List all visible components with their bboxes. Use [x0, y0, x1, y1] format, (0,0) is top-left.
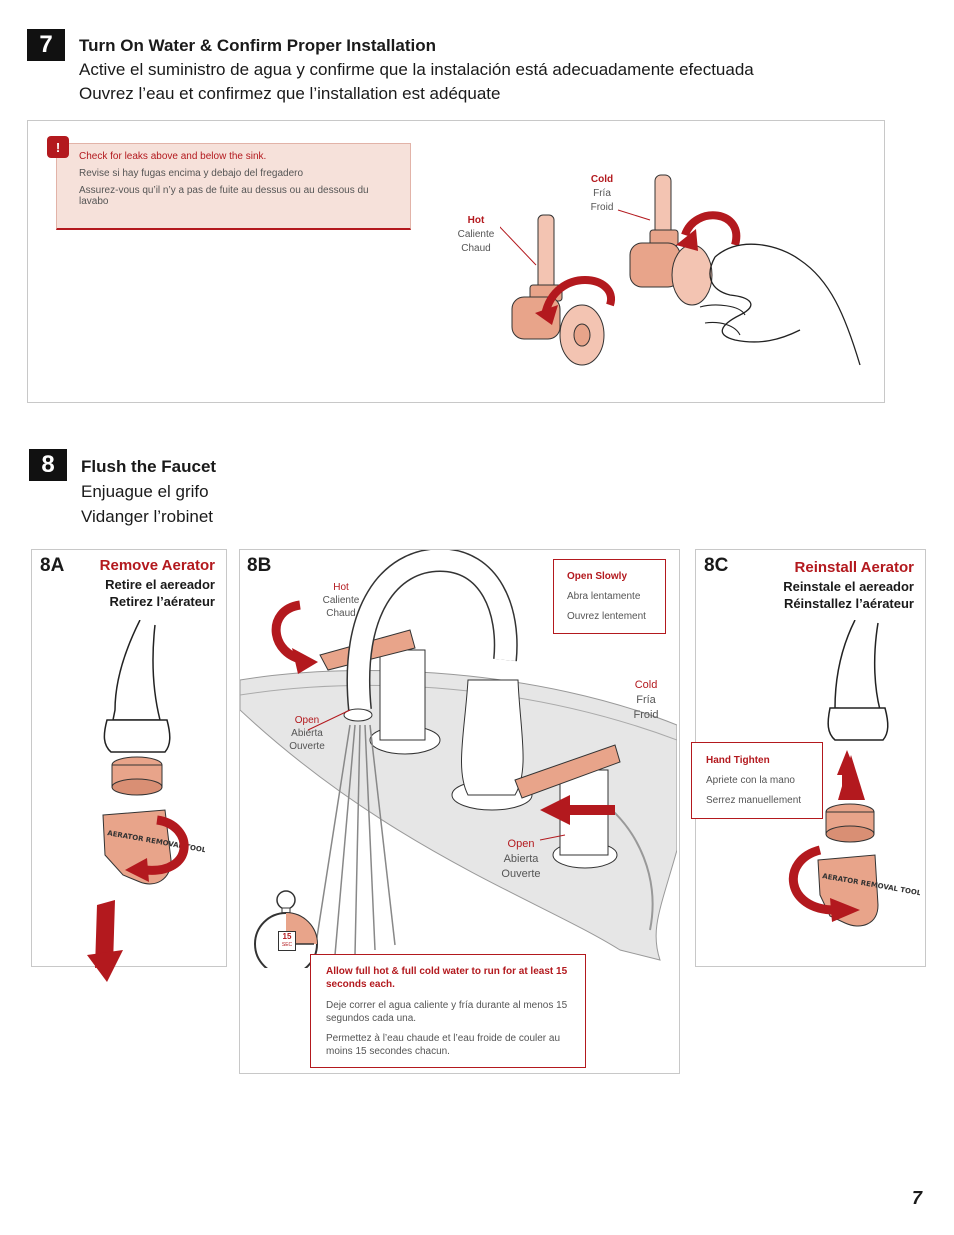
panel-8c-titles: Reinstall Aerator Reinstale el aereador …	[783, 559, 914, 611]
panel-8c-id: 8C	[704, 555, 729, 576]
step7-title-en: Turn On Water & Confirm Proper Installat…	[79, 36, 437, 55]
panel-8b-open-left-label: Open Abierta Ouverte	[289, 715, 325, 752]
stopwatch-seconds: 15 SEC	[278, 931, 296, 951]
step7-hot-label: Hot Caliente Chaud	[457, 215, 495, 254]
step8-title-es: Enjuague el grifo	[81, 482, 209, 501]
leak-warning-text: Check for leaks above and below the sink…	[79, 151, 399, 207]
panel-8a-id: 8A	[40, 555, 65, 576]
leak-warning-box	[56, 143, 411, 230]
warning-icon: !	[47, 136, 69, 158]
remove-aerator-illustration: AERATOR REMOVAL TOOL	[87, 620, 205, 982]
reinstall-aerator-illustration: AERATOR REMOVAL TOOL	[788, 620, 920, 927]
step-number-7: 7	[27, 29, 65, 61]
run-water-callout: Allow full hot & full cold water to run …	[310, 954, 586, 1068]
step8-title-fr: Vidanger l’robinet	[81, 507, 213, 526]
hand-tighten-callout: Hand Tighten Apriete con la mano Serrez …	[691, 742, 823, 819]
step7-cold-label: Cold Fría Froid	[590, 174, 614, 213]
step8-title-en: Flush the Faucet	[81, 457, 217, 476]
page-number: 7	[912, 1188, 923, 1208]
warning-fr: Assurez-vous qu’il n’y a pas de fuite au…	[79, 185, 369, 207]
step-number-8: 8	[29, 449, 67, 481]
panel-8b-cold-label: Cold Fría Froid	[633, 679, 659, 721]
panel-8a-titles: Remove Aerator Retire el aereador Retire…	[99, 557, 215, 609]
step7-title-es: Active el suministro de agua y confirme …	[79, 60, 754, 79]
faucet-flush-illustration	[240, 550, 677, 961]
panel-8b-id: 8B	[247, 555, 272, 576]
open-slowly-callout: Open Slowly Abra lentamente Ouvrez lente…	[553, 559, 666, 634]
step7-title-fr: Ouvrez l’eau et confirmez que l’installa…	[79, 84, 501, 103]
shutoff-valves-illustration	[500, 174, 861, 366]
warning-es: Revise si hay fugas encima y debajo del …	[79, 168, 304, 179]
panel-8b-open-right-label: Open Abierta Ouverte	[501, 838, 541, 880]
panel-8b-hot-label: Hot Caliente Chaud	[322, 582, 360, 619]
warning-en: Check for leaks above and below the sink…	[79, 151, 267, 162]
